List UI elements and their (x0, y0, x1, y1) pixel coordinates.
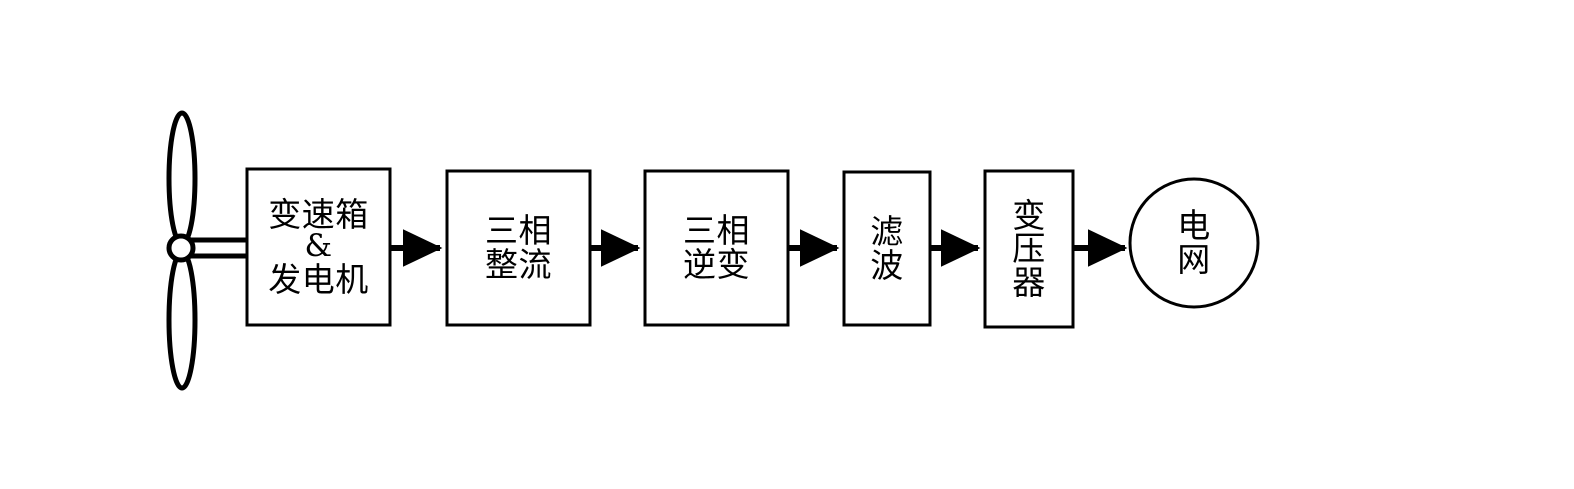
turbine-blade-lower-icon (166, 249, 198, 391)
transformer-box[interactable] (983, 169, 1075, 329)
power-grid-circle[interactable] (1128, 177, 1260, 309)
three-phase-inverter-box[interactable] (643, 169, 790, 327)
turbine-hub-icon (166, 233, 196, 263)
filter-box[interactable] (842, 170, 932, 327)
wind-turbine-group (166, 110, 251, 391)
turbine-blade-upper-icon (166, 110, 198, 247)
gearbox-generator-box[interactable] (245, 167, 392, 327)
three-phase-rectifier-box[interactable] (445, 169, 592, 327)
